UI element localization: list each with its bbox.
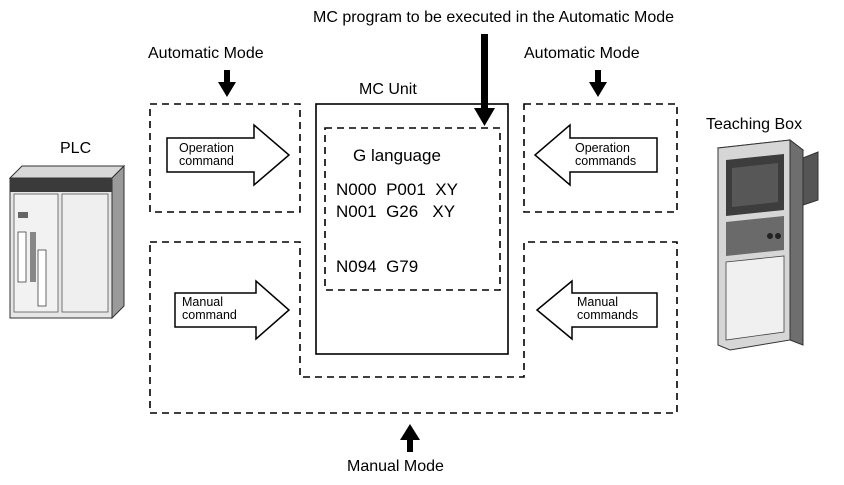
- manual-commands-right-text: Manual commands: [577, 295, 639, 323]
- operation-commands-right-text: Operation commands: [575, 141, 637, 169]
- plc-device-image: [8, 164, 126, 320]
- teaching-box-label: Teaching Box: [706, 116, 803, 133]
- program-line-2: N001 G26 XY: [336, 202, 456, 221]
- manual-command-left-text: Manual command: [182, 295, 237, 323]
- automatic-mode-right-arrow: [589, 70, 607, 97]
- operation-command-left-text: Operation command: [179, 141, 234, 169]
- program-line-3: N094 G79: [336, 257, 419, 276]
- mc-program-label: MC program to be executed in the Automat…: [313, 9, 675, 26]
- automatic-mode-right-label: Automatic Mode: [524, 45, 640, 62]
- automatic-mode-left-arrow: [218, 70, 236, 97]
- manual-mode-label: Manual Mode: [347, 458, 444, 475]
- automatic-mode-left-region: [149, 103, 301, 213]
- operation-command-arrow-left: [166, 123, 291, 187]
- manual-mode-arrow: [400, 424, 420, 452]
- mc-program-arrow: [474, 34, 495, 126]
- manual-command-arrow-left: [174, 279, 291, 341]
- teaching-box-image: [716, 138, 819, 351]
- manual-mode-region: [149, 241, 678, 414]
- plc-label: PLC: [60, 140, 92, 157]
- program-language-title: G language: [353, 146, 441, 165]
- automatic-mode-right-region: [523, 103, 678, 213]
- mc-unit-label: MC Unit: [359, 81, 417, 98]
- mc-unit-box: [315, 103, 509, 355]
- operation-commands-arrow-right: [533, 123, 658, 187]
- manual-commands-arrow-right: [535, 279, 658, 341]
- program-region: [324, 127, 501, 291]
- automatic-mode-left-label: Automatic Mode: [148, 45, 264, 62]
- program-line-1: N000 P001 XY: [336, 180, 458, 199]
